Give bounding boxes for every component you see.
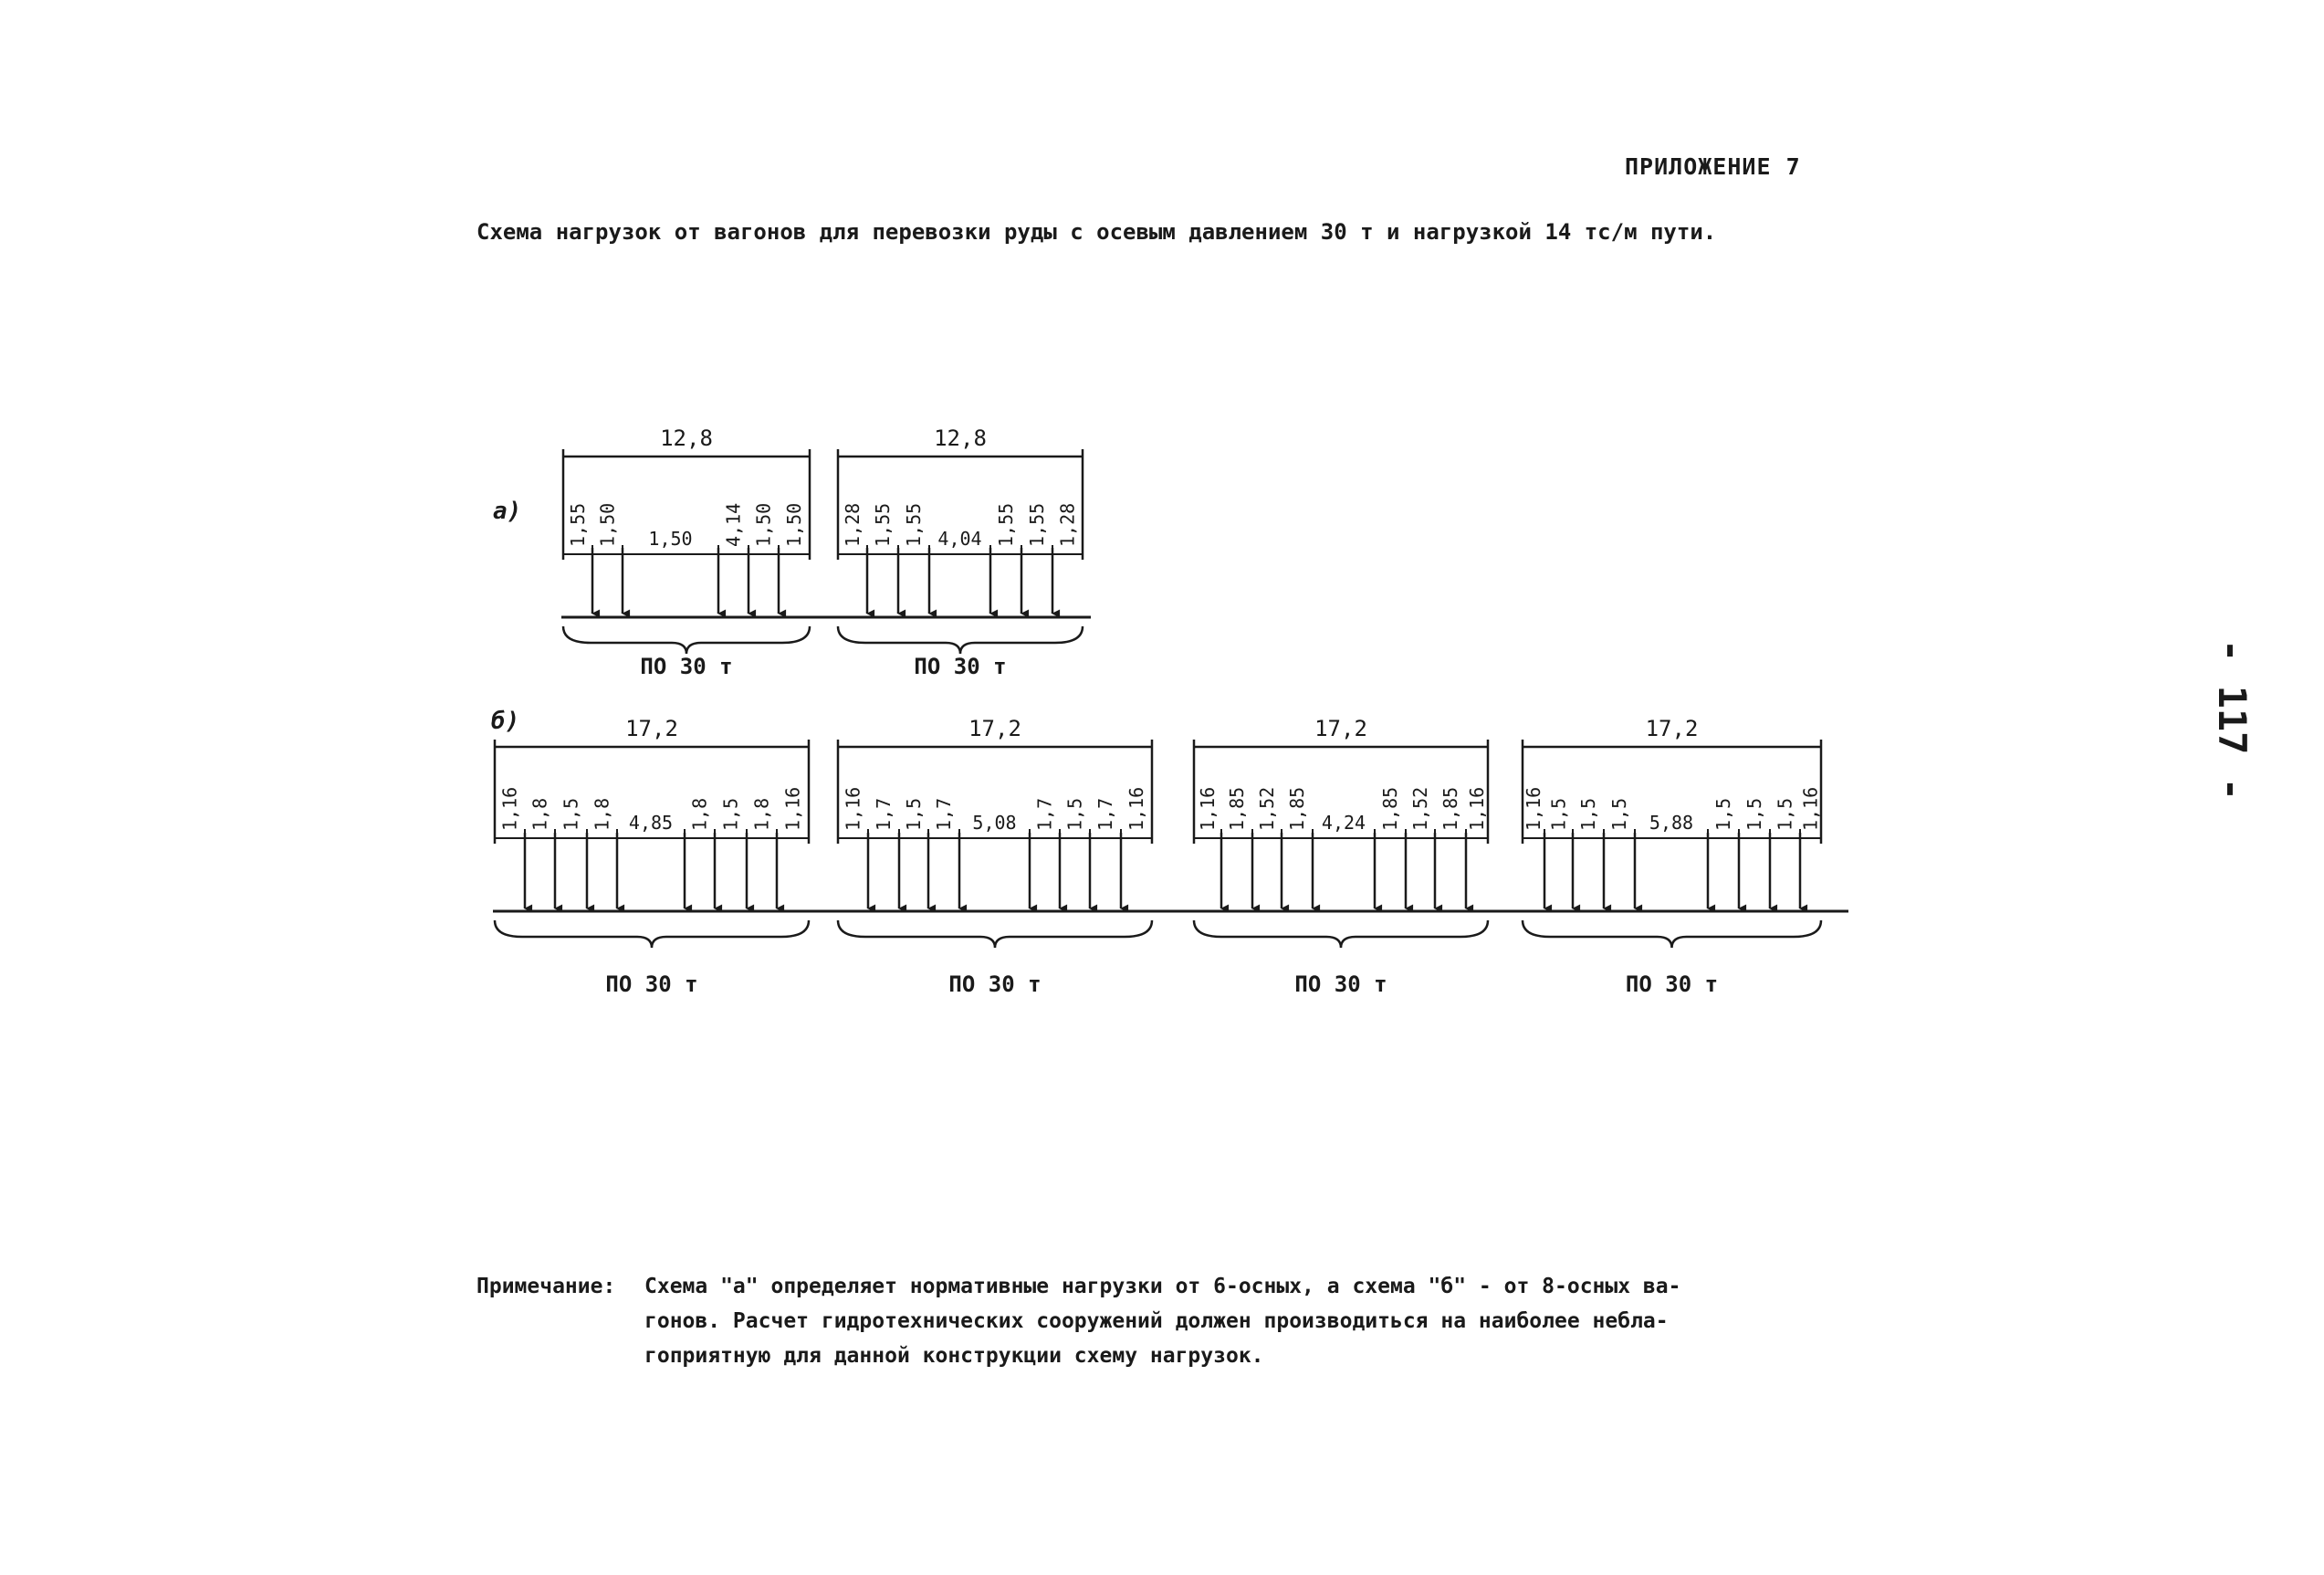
axle-load-label: ПО 30 т [640,654,732,679]
axle-spacing-label: 1,52 [1256,787,1278,831]
axle-spacing-label: 1,55 [1026,503,1048,547]
axle-spacing-label: 1,55 [903,503,925,547]
wagon-length-label: 17,2 [1646,716,1699,741]
axle-spacing-label: 1,50 [783,503,805,547]
load-group-brace [493,919,811,949]
axle-spacing-label: 1,8 [751,798,773,831]
axle-load-label: ПО 30 т [948,971,1041,997]
axle-spacing-label: 1,5 [903,798,925,831]
axle-spacing-label: 1,5 [720,798,742,831]
axle-spacing-label: 4,04 [937,528,981,550]
axle-spacing-label: 1,7 [1094,798,1116,831]
axle-spacing-label: 1,85 [1379,787,1401,831]
axle-spacing-label: 1,5 [1064,798,1086,831]
axle-spacing-label: 1,16 [1800,787,1822,831]
axle-spacing-label: 1,8 [689,798,711,831]
axle-spacing-label: 1,85 [1286,787,1308,831]
load-group-brace [836,919,1154,949]
axle-spacing-label: 1,55 [872,503,894,547]
note-line: гонов. Расчет гидротехнических сооружени… [644,1309,1669,1333]
note-label: Примечание: [476,1275,616,1298]
axle-spacing-label: 1,7 [933,798,955,831]
load-group-brace [836,625,1084,655]
note-line: гоприятную для данной конструкции схему … [644,1344,1264,1368]
wagon-length-label: 12,8 [660,425,713,451]
scheme-label: а) [493,498,521,525]
axle-spacing-label: 4,14 [723,503,745,547]
wagon-length-label: 17,2 [625,716,678,741]
load-group-brace [1192,919,1490,949]
axle-spacing-label: 5,88 [1649,812,1693,834]
axle-load-label: ПО 30 т [605,971,697,997]
axle-spacing-label: 1,16 [1523,787,1544,831]
note-text: Схема "а" определяет нормативные нагрузк… [644,1269,1776,1373]
axle-spacing-label: 1,85 [1226,787,1248,831]
wagon-length-label: 17,2 [1314,716,1367,741]
axle-spacing-label: 1,16 [1125,787,1147,831]
axle-spacing-label: 1,55 [567,503,589,547]
axle-spacing-label: 1,7 [873,798,895,831]
axle-spacing-label: 1,50 [753,503,775,547]
document-title: Схема нагрузок от вагонов для перевозки … [476,219,1717,245]
axle-spacing-label: 1,52 [1409,787,1431,831]
axle-spacing-label: 4,24 [1322,812,1366,834]
axle-load-label: ПО 30 т [1294,971,1387,997]
axle-spacing-label: 1,50 [597,503,619,547]
axle-spacing-label: 1,8 [529,798,551,831]
note-line: Схема "а" определяет нормативные нагрузк… [644,1275,1681,1298]
axle-load-label: ПО 30 т [1626,971,1718,997]
axle-spacing-label: 1,5 [560,798,582,831]
axle-spacing-label: 1,28 [842,503,864,547]
axle-spacing-label: 5,08 [972,812,1016,834]
axle-spacing-label: 1,5 [1743,798,1765,831]
axle-spacing-label: 1,50 [648,528,692,550]
axle-spacing-label: 4,85 [629,812,673,834]
axle-spacing-label: 1,16 [499,787,521,831]
axle-spacing-label: 1,85 [1439,787,1461,831]
scheme-label: б) [491,708,519,735]
axle-spacing-label: 1,16 [1466,787,1488,831]
axle-spacing-label: 1,5 [1548,798,1570,831]
wagon-length-label: 12,8 [934,425,987,451]
axle-spacing-label: 1,16 [1197,787,1219,831]
wagon-length-label: 17,2 [968,716,1021,741]
axle-spacing-label: 1,8 [591,798,613,831]
axle-spacing-label: 1,28 [1057,503,1079,547]
load-group-brace [561,625,811,655]
load-group-brace [1521,919,1823,949]
axle-spacing-label: 1,5 [1577,798,1599,831]
axle-spacing-label: 1,16 [843,787,864,831]
axle-spacing-label: 1,7 [1034,798,1056,831]
axle-spacing-label: 1,55 [995,503,1017,547]
axle-spacing-label: 1,5 [1774,798,1796,831]
axle-spacing-label: 1,5 [1608,798,1630,831]
axle-spacing-label: 1,5 [1712,798,1734,831]
appendix-heading: ПРИЛОЖЕНИЕ 7 [1625,153,1801,180]
axle-load-label: ПО 30 т [914,654,1006,679]
axle-spacing-label: 1,16 [782,787,804,831]
